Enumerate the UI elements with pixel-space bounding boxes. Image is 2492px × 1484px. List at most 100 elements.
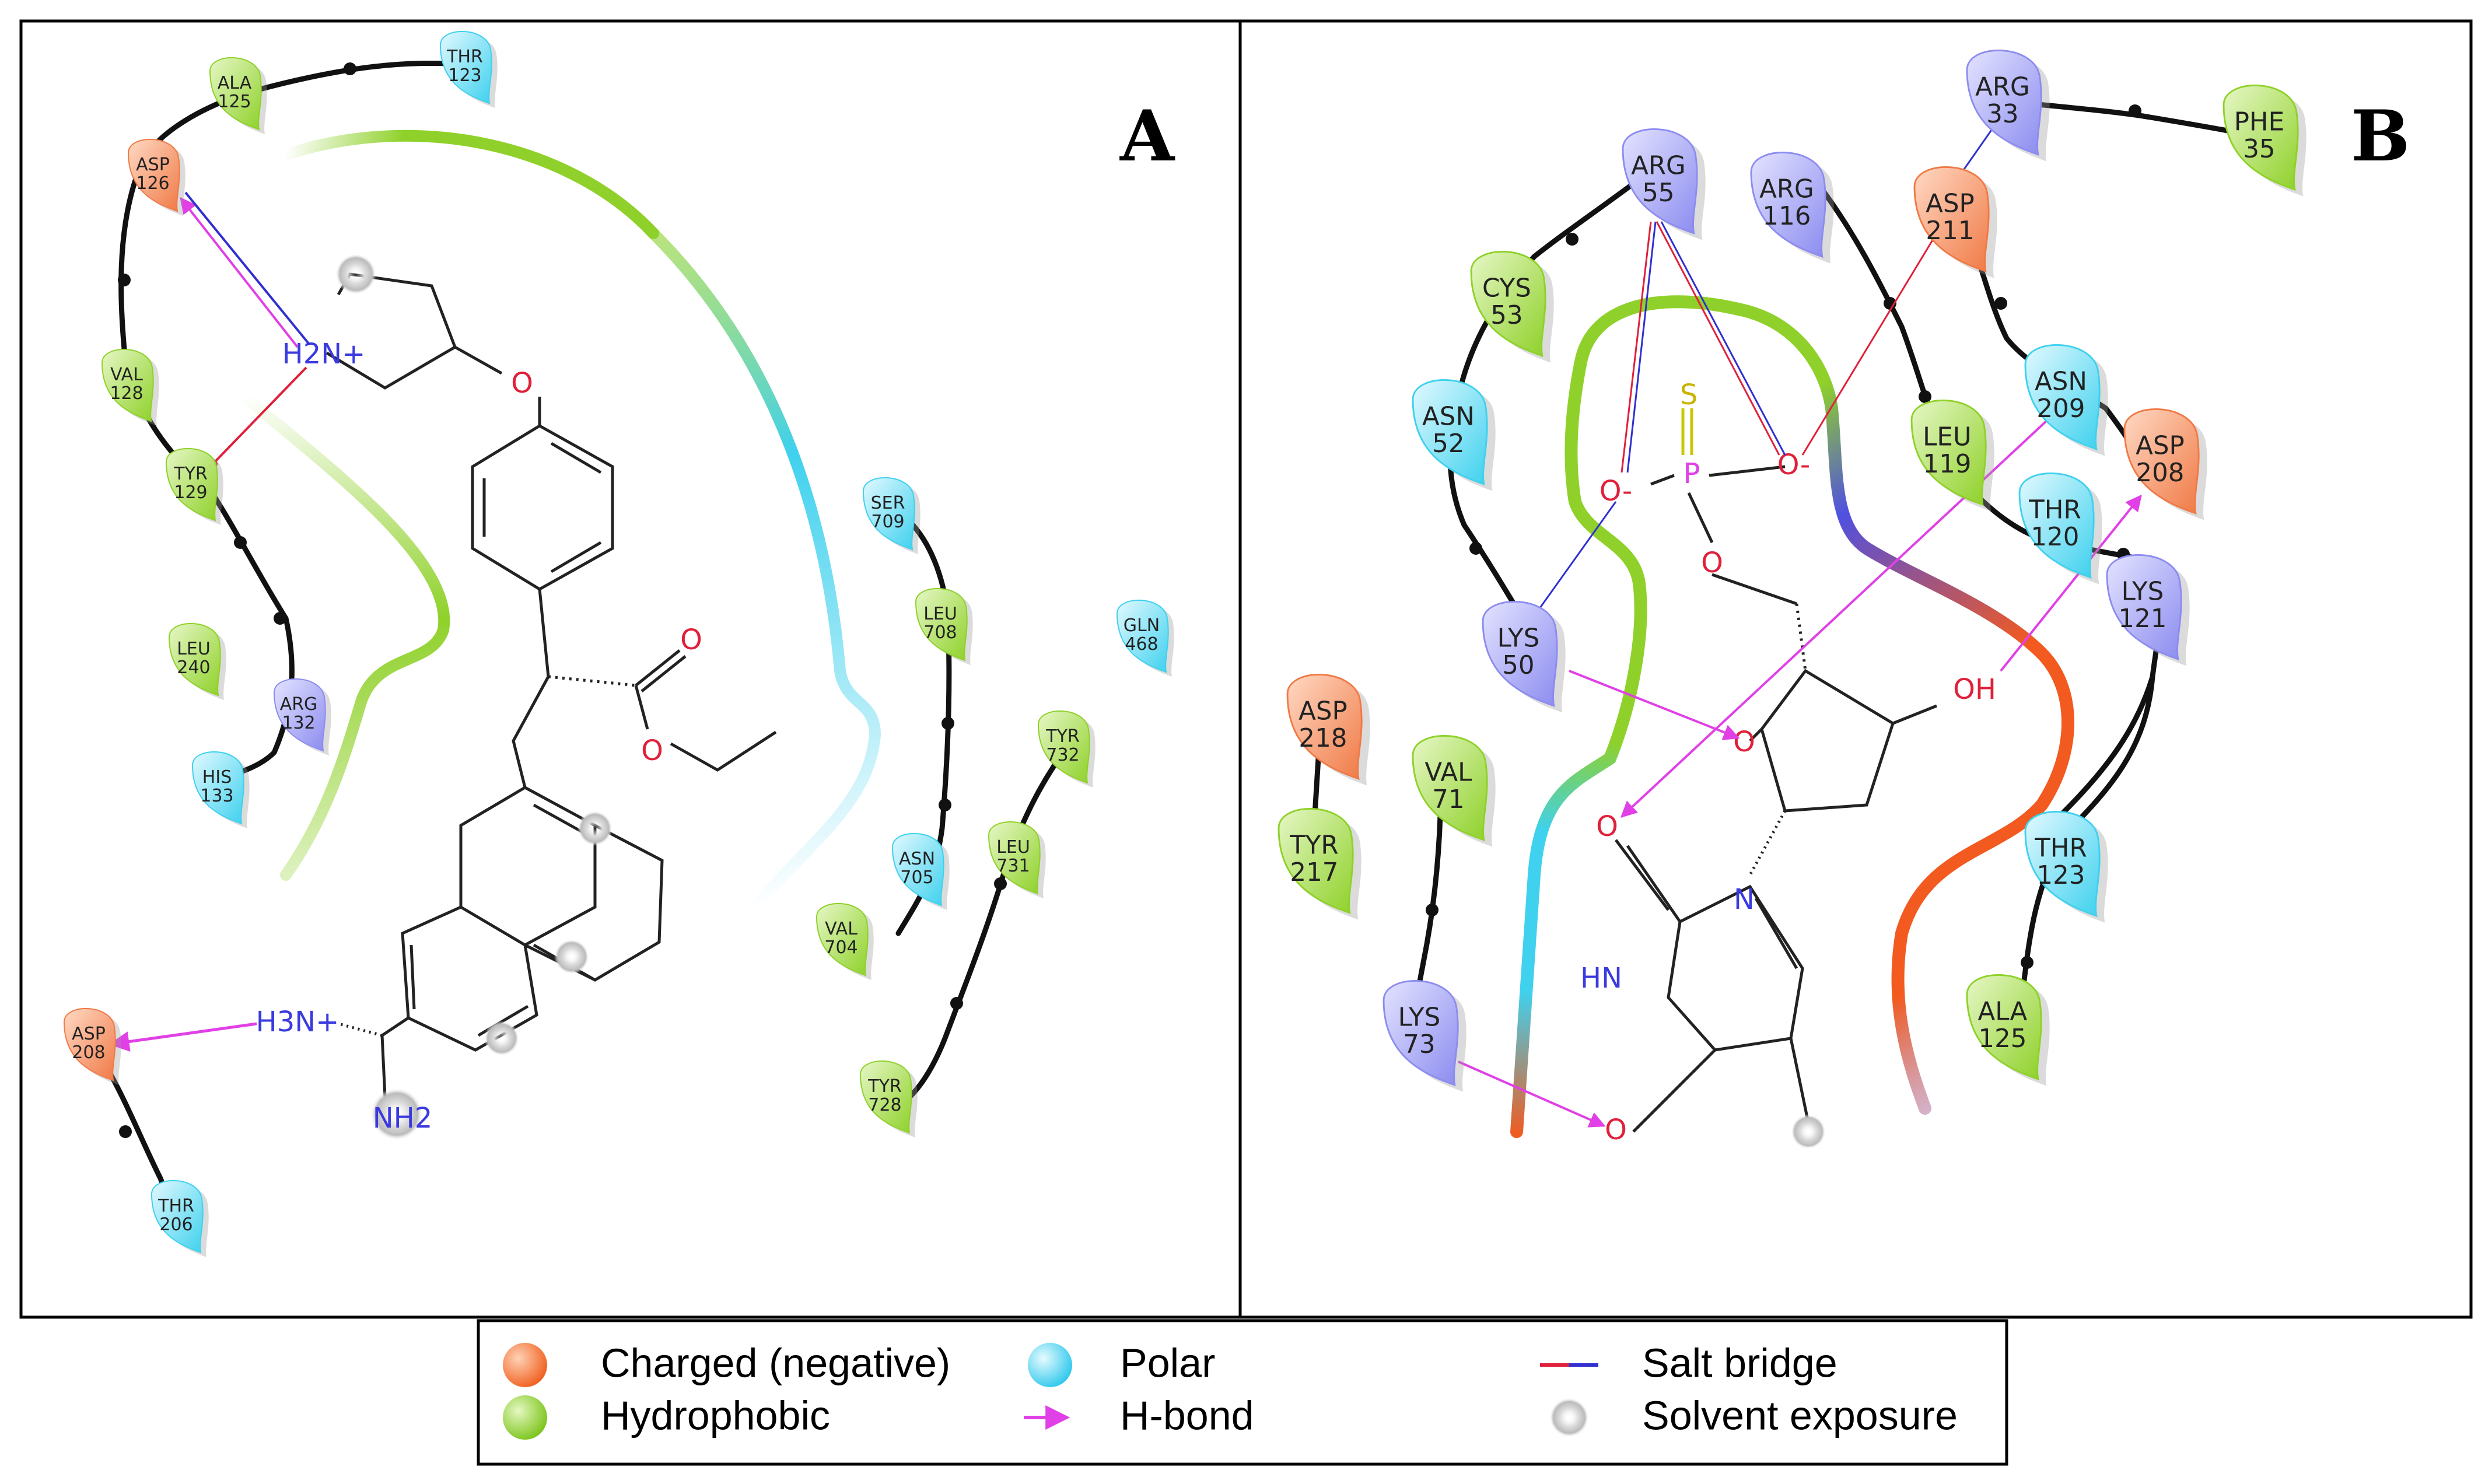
residue-number: 50	[1502, 651, 1534, 680]
hbond-asp126	[180, 197, 299, 348]
residue-body	[273, 678, 326, 752]
residue-name: ASP	[2136, 431, 2185, 460]
residue-body	[816, 902, 869, 977]
legend-solvent-exposure-label: Solvent exposure	[1642, 1392, 1958, 1438]
residue-name: ASP	[1926, 189, 1975, 218]
residue-number: 731	[996, 856, 1030, 876]
residue-body	[1913, 166, 1990, 273]
panel-a: H2N+ O O O H3N+ NH2 THR123ALA125ASP126VA…	[63, 30, 1174, 1257]
residue-body	[1622, 128, 1698, 235]
residue-body	[1278, 807, 1354, 915]
residue-body	[1412, 379, 1488, 486]
atom-oh-b: OH	[1953, 673, 1996, 706]
salt-bridge-arg55-left	[1620, 221, 1652, 473]
residue-number: 133	[200, 786, 233, 806]
residue-name: VAL	[1424, 758, 1472, 787]
residue-number: 728	[868, 1095, 901, 1115]
residue-number: 123	[2036, 861, 2085, 890]
backbone-a-dots	[118, 62, 1007, 1138]
atom-hn-b: HN	[1580, 962, 1622, 995]
legend-hydrophobic-label: Hydrophobic	[601, 1392, 830, 1438]
hbond-lys73	[1458, 1060, 1606, 1128]
residue-number: 208	[72, 1042, 105, 1063]
hbond-asp208-a	[108, 1022, 257, 1052]
legend-hydrophobic-icon	[503, 1395, 547, 1440]
atom-carbonyl-o-a: O	[680, 624, 702, 656]
atom-n1-b: N	[1734, 883, 1755, 916]
residue-body	[1116, 599, 1169, 673]
residue-body	[101, 348, 154, 422]
residue-number: 71	[1432, 785, 1464, 814]
residue-number: 708	[923, 622, 957, 643]
residue-name: LEU	[1923, 422, 1972, 452]
residue-number: 33	[1986, 100, 2018, 129]
residue-body	[2123, 408, 2200, 515]
residue-name: TYR	[1045, 726, 1080, 747]
residue-number: 206	[159, 1214, 192, 1235]
residue-body	[2106, 554, 2182, 661]
residue-number: 123	[448, 65, 481, 86]
ligand-b-bonds	[1615, 408, 1937, 1133]
atom-o-bridge-b: O	[1701, 547, 1723, 579]
residue-body	[439, 30, 492, 104]
residue-name: VAL	[825, 919, 858, 939]
residue-body	[862, 477, 915, 551]
legend-polar-label: Polar	[1120, 1340, 1215, 1385]
atom-c4-o-b: O	[1605, 1114, 1627, 1146]
residue-body	[2018, 472, 2095, 579]
residue-name: ASN	[899, 849, 935, 869]
salt-bridge-lys50	[1527, 501, 1617, 625]
residue-body	[168, 622, 221, 696]
salt-bridge-arg55-left-b	[1626, 221, 1657, 473]
residue-name: SER	[871, 493, 905, 513]
residue-number: 705	[900, 867, 933, 888]
residue-name: LEU	[923, 604, 957, 624]
residue-name: TYR	[173, 464, 208, 484]
residue-body	[2024, 344, 2101, 451]
residue-number: 125	[1978, 1024, 2027, 1054]
residue-number: 121	[2118, 604, 2166, 634]
solvent-exposure-a	[335, 254, 612, 1140]
residue-name: LEU	[996, 837, 1030, 858]
residue-number: 732	[1046, 745, 1079, 765]
residue-body	[1286, 673, 1363, 780]
legend-salt-bridge-label: Salt bridge	[1642, 1340, 1838, 1385]
residue-number: 211	[1926, 216, 1974, 246]
panel-b-frame	[1238, 19, 2473, 1319]
salt-bridge-asp126	[184, 191, 310, 345]
residue-number: 208	[2136, 459, 2184, 488]
residues-a: THR123ALA125ASP126VAL128TYR129LEU240ARG1…	[63, 30, 1174, 1257]
atom-ether-o-a: O	[511, 367, 533, 400]
atom-s-b: S	[1680, 379, 1698, 411]
solvent-exposure-b	[1791, 1114, 1826, 1149]
residue-name: GLN	[1124, 615, 1160, 636]
ligand-a-bonds	[326, 272, 777, 1097]
hbond-lys50	[1569, 670, 1740, 740]
residue-name: ARG	[1631, 151, 1686, 180]
residue-name: TYR	[867, 1076, 902, 1097]
panel-a-label: A	[1119, 95, 1175, 177]
residue-number: 53	[1490, 301, 1522, 330]
residue-name: ALA	[218, 73, 252, 93]
residue-body	[1382, 979, 1459, 1087]
